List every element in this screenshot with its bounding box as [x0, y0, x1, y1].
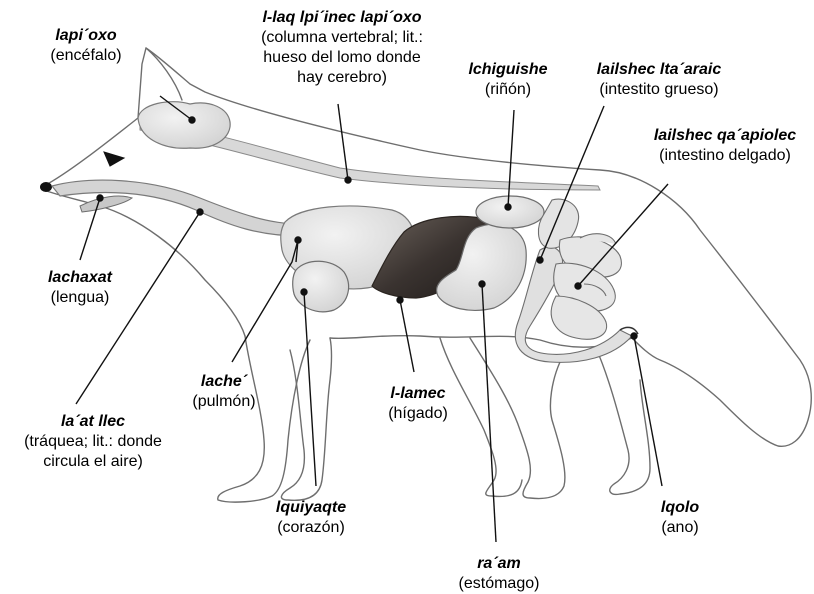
label-liver: l-lamec (hígado): [368, 384, 468, 424]
label-stomach: ra´am (estómago): [444, 554, 554, 594]
label-kidney: lchiguishe (riñón): [452, 60, 564, 100]
label-tongue-gloss: (lengua): [30, 288, 130, 308]
label-brain-gloss: (encéfalo): [26, 46, 146, 66]
kidney-organ: [476, 196, 544, 228]
fox-hind-leg-3: [596, 348, 650, 494]
label-trachea-gloss-1: (tráquea; lit.: donde: [6, 432, 180, 452]
label-spine-gloss-3: hay cerebro): [226, 68, 458, 88]
label-spine-gloss-2: hueso del lomo donde: [226, 48, 458, 68]
label-lung-gloss: (pulmón): [174, 392, 274, 412]
leader-trachea-dot: [197, 209, 203, 215]
label-tongue-term: lachaxat: [30, 268, 130, 288]
label-lung-term: lache´: [174, 372, 274, 392]
fox-eye: [104, 152, 124, 166]
label-brain: lapi´oxo (encéfalo): [26, 26, 146, 66]
leader-heart: [304, 292, 316, 486]
leader-liver-dot: [397, 297, 403, 303]
label-anus-gloss: (ano): [640, 518, 720, 538]
leader-spine-dot: [345, 177, 351, 183]
label-small-intestine-gloss: (intestino delgado): [640, 146, 810, 166]
label-anus-term: lqolo: [640, 498, 720, 518]
leader-kidney-dot: [505, 204, 511, 210]
label-trachea: la´at llec (tráquea; lit.: donde circula…: [6, 412, 180, 472]
label-small-intestine: lailshec qa´apiolec (intestino delgado): [640, 126, 810, 166]
tongue-organ: [80, 196, 132, 212]
label-stomach-term: ra´am: [444, 554, 554, 574]
label-tongue: lachaxat (lengua): [30, 268, 130, 308]
label-large-intestine-term: lailshec lta´araic: [578, 60, 740, 80]
leader-small-intestine-dot: [575, 283, 581, 289]
label-brain-term: lapi´oxo: [26, 26, 146, 46]
leader-kidney: [508, 110, 514, 207]
leader-heart-dot: [301, 289, 307, 295]
label-lung: lache´ (pulmón): [174, 372, 274, 412]
label-spine-gloss-1: (columna vertebral; lit.:: [226, 28, 458, 48]
label-stomach-gloss: (estómago): [444, 574, 554, 594]
label-spine: l-laq lpi´inec lapi´oxo (columna vertebr…: [226, 8, 458, 88]
label-heart-term: lquiyaqte: [256, 498, 366, 518]
label-small-intestine-term: lailshec qa´apiolec: [640, 126, 810, 146]
leader-stomach-dot: [479, 281, 485, 287]
label-kidney-gloss: (riñón): [452, 80, 564, 100]
label-liver-gloss: (hígado): [368, 404, 468, 424]
leader-brain-dot: [189, 117, 195, 123]
fox-front-leg-2: [281, 338, 331, 500]
label-trachea-gloss-2: circula el aire): [6, 452, 180, 472]
leader-large-intestine-dot: [537, 257, 543, 263]
leader-stomach: [482, 284, 496, 542]
label-trachea-term: la´at llec: [6, 412, 180, 432]
label-liver-term: l-lamec: [368, 384, 468, 404]
label-kidney-term: lchiguishe: [452, 60, 564, 80]
brain-organ: [138, 102, 230, 149]
fox-front-leg-1: [218, 336, 310, 502]
fox-nose: [40, 182, 52, 192]
label-large-intestine-gloss: (intestito grueso): [578, 80, 740, 100]
label-anus: lqolo (ano): [640, 498, 720, 538]
label-large-intestine: lailshec lta´araic (intestito grueso): [578, 60, 740, 100]
leader-tongue-dot: [97, 195, 103, 201]
label-spine-term: l-laq lpi´inec lapi´oxo: [226, 8, 458, 28]
label-heart: lquiyaqte (corazón): [256, 498, 366, 538]
heart-organ: [293, 261, 349, 312]
label-heart-gloss: (corazón): [256, 518, 366, 538]
leader-lung-dot: [295, 237, 301, 243]
leader-anus-dot: [631, 333, 637, 339]
fox-ear-outline: [146, 48, 182, 100]
